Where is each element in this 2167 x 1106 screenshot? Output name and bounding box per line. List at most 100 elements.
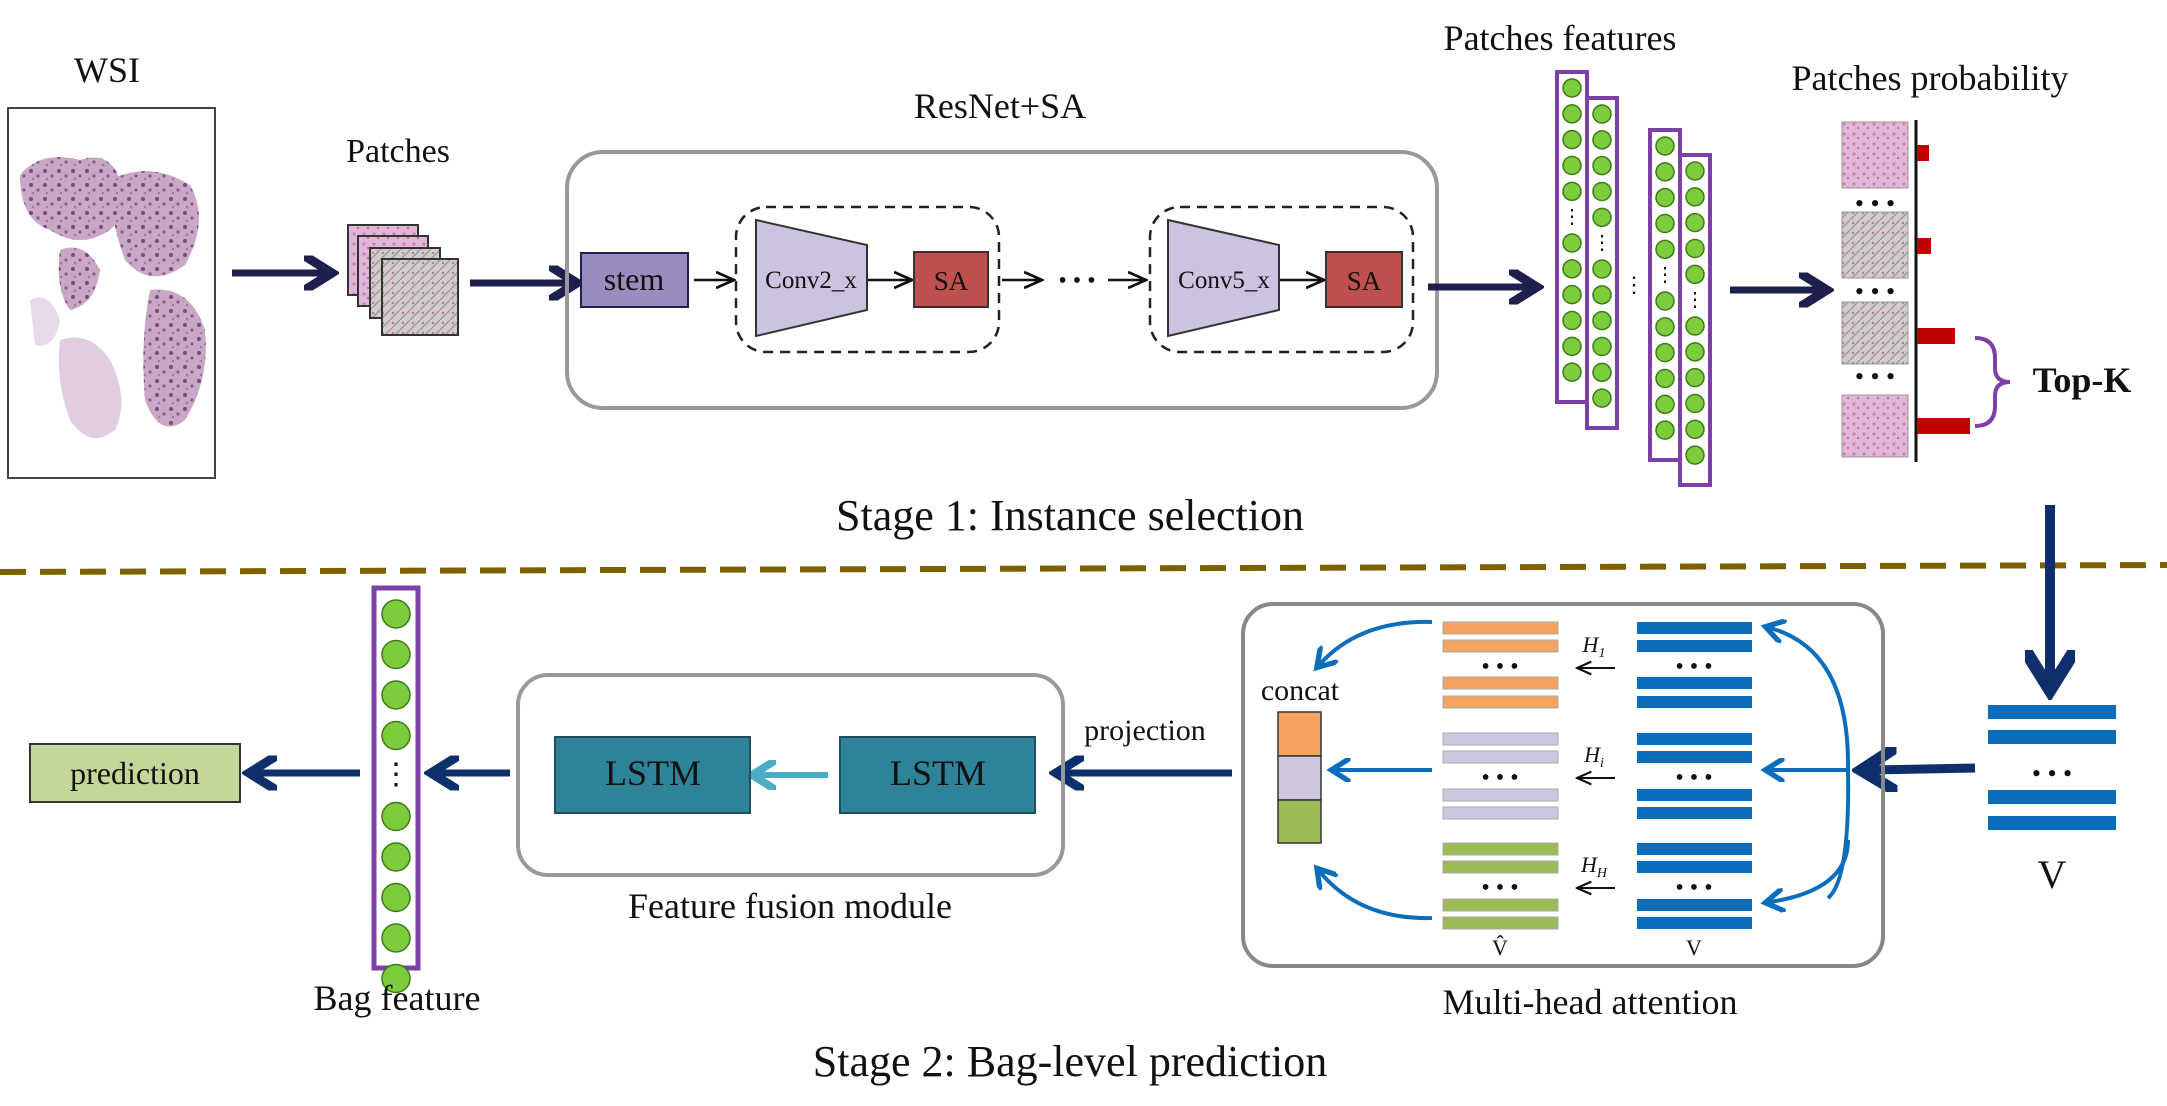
feature-node — [1562, 336, 1582, 357]
sa-label-1: SA — [934, 266, 969, 296]
svg-text:• • •: • • • — [1675, 875, 1712, 901]
fusion-box — [516, 673, 1065, 877]
patches-feature-columns: ⋮⋮⋮⋮⋮ — [1555, 70, 1712, 487]
concat-arrow-bottom — [1320, 872, 1433, 921]
feature-node — [1655, 239, 1675, 260]
bag-feature-vector: ⋮ — [371, 585, 421, 994]
feature-node — [1685, 161, 1705, 181]
v-split-arrows — [1770, 628, 1851, 900]
stage2-title: Stage 2: Bag-level prediction — [813, 1037, 1327, 1086]
svg-text:Hi: Hi — [1583, 742, 1604, 771]
wsi-image — [7, 107, 216, 479]
feature-node — [1562, 104, 1582, 124]
feature-node — [1685, 367, 1705, 388]
bag-node — [381, 801, 411, 832]
conv2-group — [734, 205, 1001, 354]
feature-node — [1685, 238, 1705, 259]
bag-node — [381, 680, 411, 710]
feature-node — [1655, 187, 1675, 208]
bag-ellipsis: ⋮ — [381, 758, 411, 791]
projection-label: projection — [1084, 714, 1206, 747]
feature-node — [1562, 259, 1582, 279]
sa-block-1 — [913, 251, 989, 308]
feature-node — [1685, 316, 1705, 336]
feature-node — [1562, 78, 1582, 98]
feature-node — [1685, 445, 1705, 465]
wsi-label: WSI — [74, 50, 140, 90]
feature-node — [1685, 393, 1705, 414]
probability-bar — [1917, 238, 1931, 254]
ellipsis-dots: ⋮ — [1655, 264, 1675, 286]
v-matrix: • • • — [1988, 705, 2116, 830]
head-h-label: HH — [1577, 852, 1615, 888]
conv5-label: Conv5_x — [1178, 267, 1270, 294]
svg-text:• • •: • • • — [2032, 759, 2072, 788]
feature-node — [1655, 394, 1675, 415]
probability-thumbnails: • • • • • • • • • — [1841, 121, 1909, 458]
topk-label: Top-K — [2033, 360, 2132, 400]
feature-node — [1685, 419, 1705, 440]
feature-node — [1592, 285, 1612, 305]
feature-node — [1562, 155, 1582, 176]
feature-node — [1592, 155, 1612, 176]
stem-block — [580, 252, 689, 308]
feature-node — [1655, 342, 1675, 363]
v-input-bars: • • • • • • • • • — [1637, 622, 1752, 929]
concat-vector — [1277, 711, 1322, 844]
feature-node — [1562, 129, 1582, 150]
lstm-label-2: LSTM — [890, 753, 986, 793]
topk-brace — [1974, 336, 2011, 428]
mha-box — [1241, 602, 1885, 968]
feature-node — [1562, 310, 1582, 331]
v-split-bottom — [1770, 839, 1850, 902]
patches-features-label: Patches features — [1444, 18, 1677, 58]
feature-column: ⋮ — [1585, 96, 1619, 430]
feature-column: ⋮ — [1555, 70, 1589, 404]
head-i-label: Hi — [1577, 742, 1615, 778]
prediction-box — [29, 743, 241, 803]
conv2-block — [755, 218, 868, 338]
ellipsis-resnet: • • • — [1058, 268, 1095, 294]
lstm-label-1: LSTM — [605, 753, 701, 793]
bag-node — [381, 923, 411, 953]
feature-node — [1655, 162, 1675, 182]
feature-node — [1655, 368, 1675, 389]
v-small-label: V — [1686, 935, 1702, 960]
resnet-box — [565, 150, 1439, 410]
feature-node — [1592, 130, 1612, 150]
bag-node — [381, 639, 411, 670]
svg-text:• • •: • • • — [1481, 765, 1518, 791]
ellipsis-dots: ⋮ — [1592, 232, 1612, 254]
stem-label: stem — [604, 261, 665, 297]
feature-node — [1592, 310, 1612, 331]
bag-node — [381, 720, 411, 751]
feature-node — [1562, 362, 1582, 382]
bag-node — [381, 842, 411, 872]
svg-text:• • •: • • • — [1481, 654, 1518, 680]
concat-arrow-top — [1320, 619, 1433, 664]
columns-ellipsis: ⋮ — [1623, 272, 1645, 297]
feature-node — [1592, 181, 1612, 202]
feature-node — [1685, 187, 1705, 207]
resnet-label: ResNet+SA — [914, 86, 1086, 126]
probability-bar — [1917, 418, 1970, 434]
feature-node — [1592, 388, 1612, 408]
ellipsis-dots: ⋮ — [1562, 206, 1582, 228]
feature-node — [1655, 291, 1675, 311]
vhat-label: V̂ — [1492, 935, 1508, 960]
v-label: V — [2038, 852, 2067, 897]
head-h-output: • • • — [1442, 842, 1559, 930]
stage-divider — [0, 562, 2167, 575]
feature-node — [1592, 259, 1612, 279]
feature-node — [1562, 284, 1582, 305]
feature-node — [1562, 181, 1582, 202]
svg-text:• • •: • • • — [1855, 362, 1895, 391]
svg-text:• • •: • • • — [1675, 654, 1712, 680]
feature-node — [1655, 136, 1675, 156]
fusion-label: Feature fusion module — [628, 886, 952, 926]
bag-node — [381, 599, 411, 629]
head-1-label: H1 — [1577, 632, 1615, 668]
bag-node — [381, 882, 411, 913]
lstm-block-1 — [554, 736, 751, 814]
